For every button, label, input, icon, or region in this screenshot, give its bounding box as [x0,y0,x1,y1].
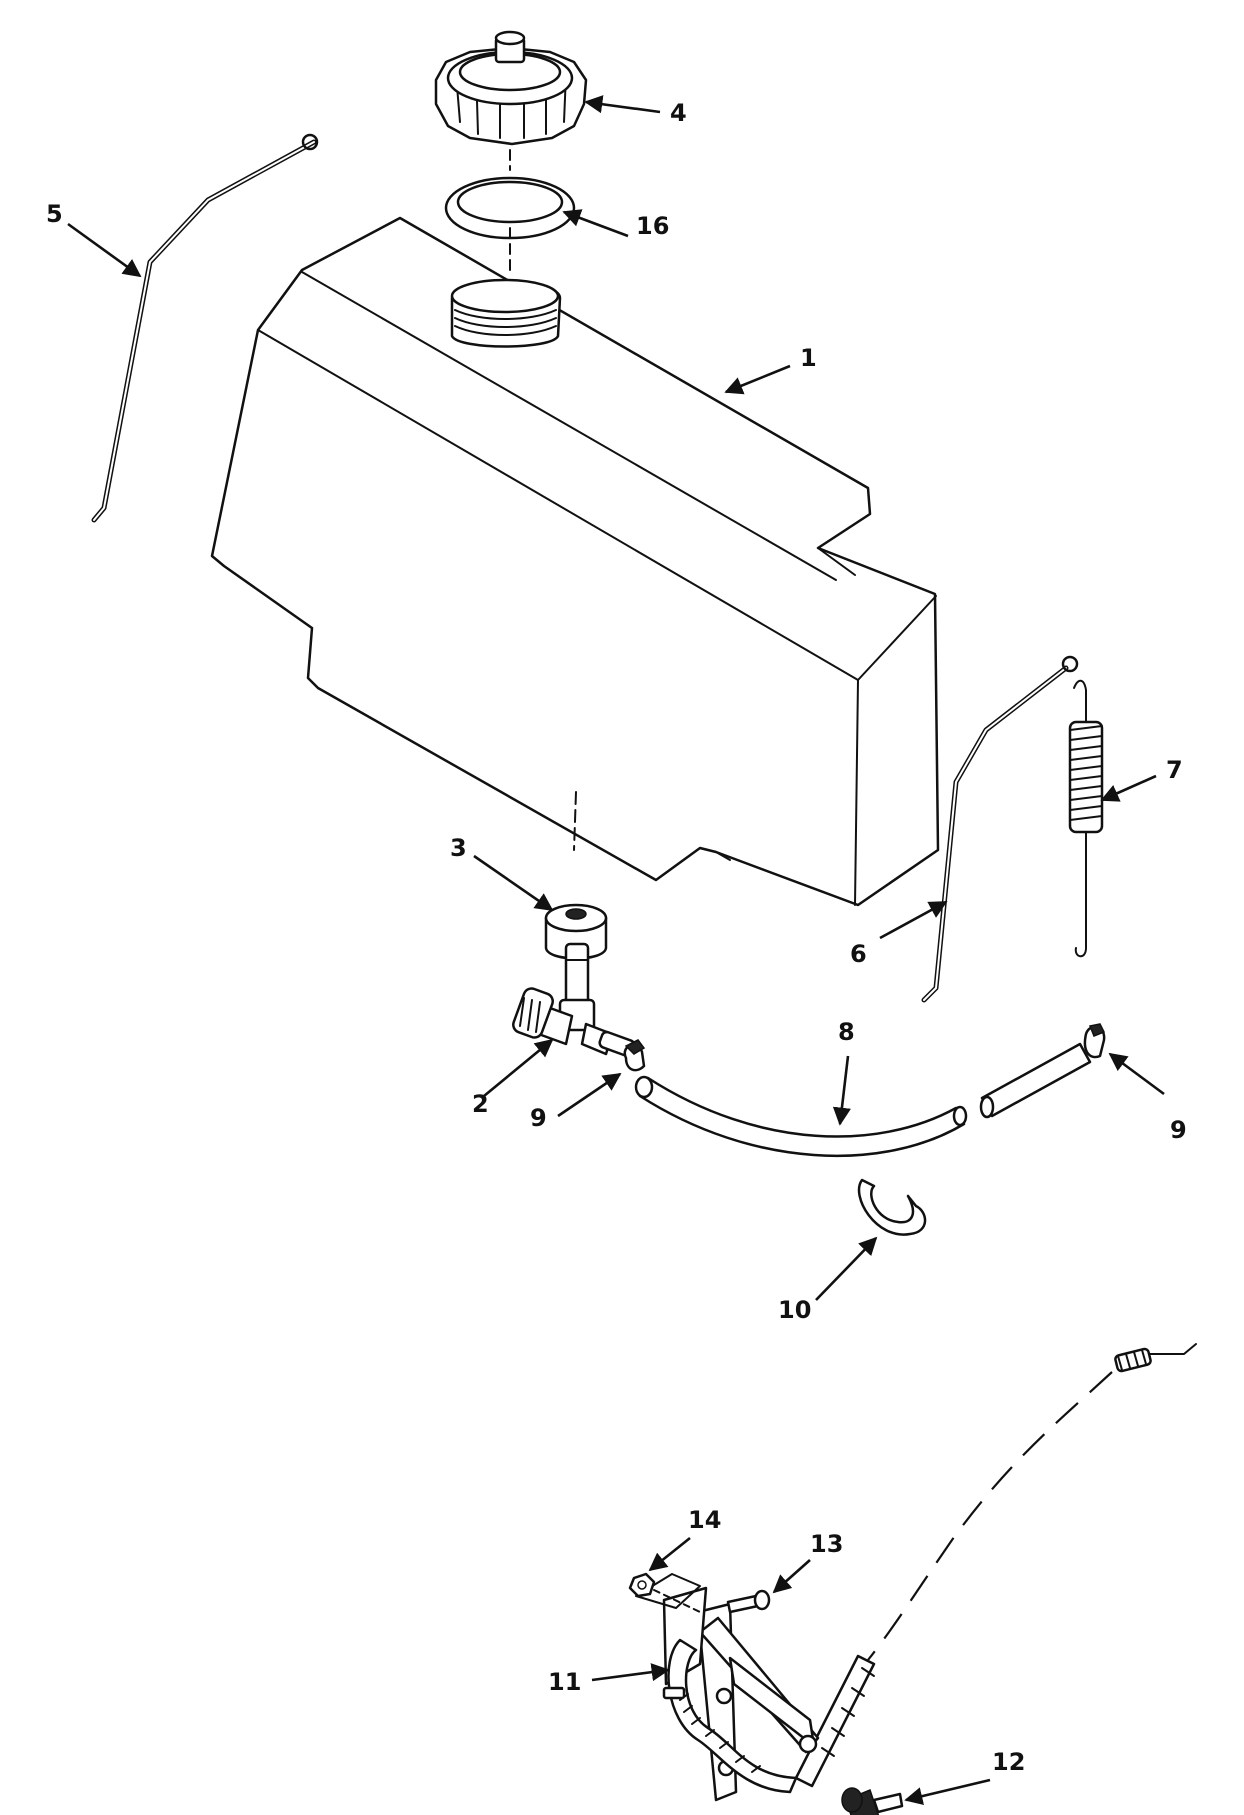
callout-7: 7 [1166,756,1183,784]
callout-5: 5 [46,200,63,228]
callout-16: 16 [636,212,669,240]
callout-12: 12 [992,1748,1025,1776]
control-cable [794,1343,1197,1788]
callout-4: 4 [670,99,687,127]
rod-right [921,655,1079,1003]
callout-1: 1 [800,344,817,372]
knob [841,1787,904,1815]
callout-9-right: 9 [1170,1116,1187,1144]
bolt [726,1589,771,1614]
hose-clamp-left [623,1039,646,1072]
callout-8: 8 [838,1018,855,1046]
fuel-valve [512,942,636,1058]
callout-14: 14 [688,1506,721,1534]
callout-11: 11 [548,1668,581,1696]
spring [1068,679,1104,958]
callout-13: 13 [810,1530,843,1558]
rod-left [91,133,319,523]
callout-2: 2 [472,1090,489,1118]
fuel-tank [210,216,940,907]
gasket [444,176,576,240]
hose-clamp-right [1083,1023,1106,1059]
line-clip [857,1178,927,1236]
nut [628,1572,701,1613]
callout-10: 10 [778,1296,811,1324]
fuel-line [634,1042,1092,1158]
callout-3: 3 [450,834,467,862]
control-bracket [635,1573,820,1802]
callout-6: 6 [850,940,867,968]
callout-9-left: 9 [530,1104,547,1132]
fuel-cap [434,30,588,146]
